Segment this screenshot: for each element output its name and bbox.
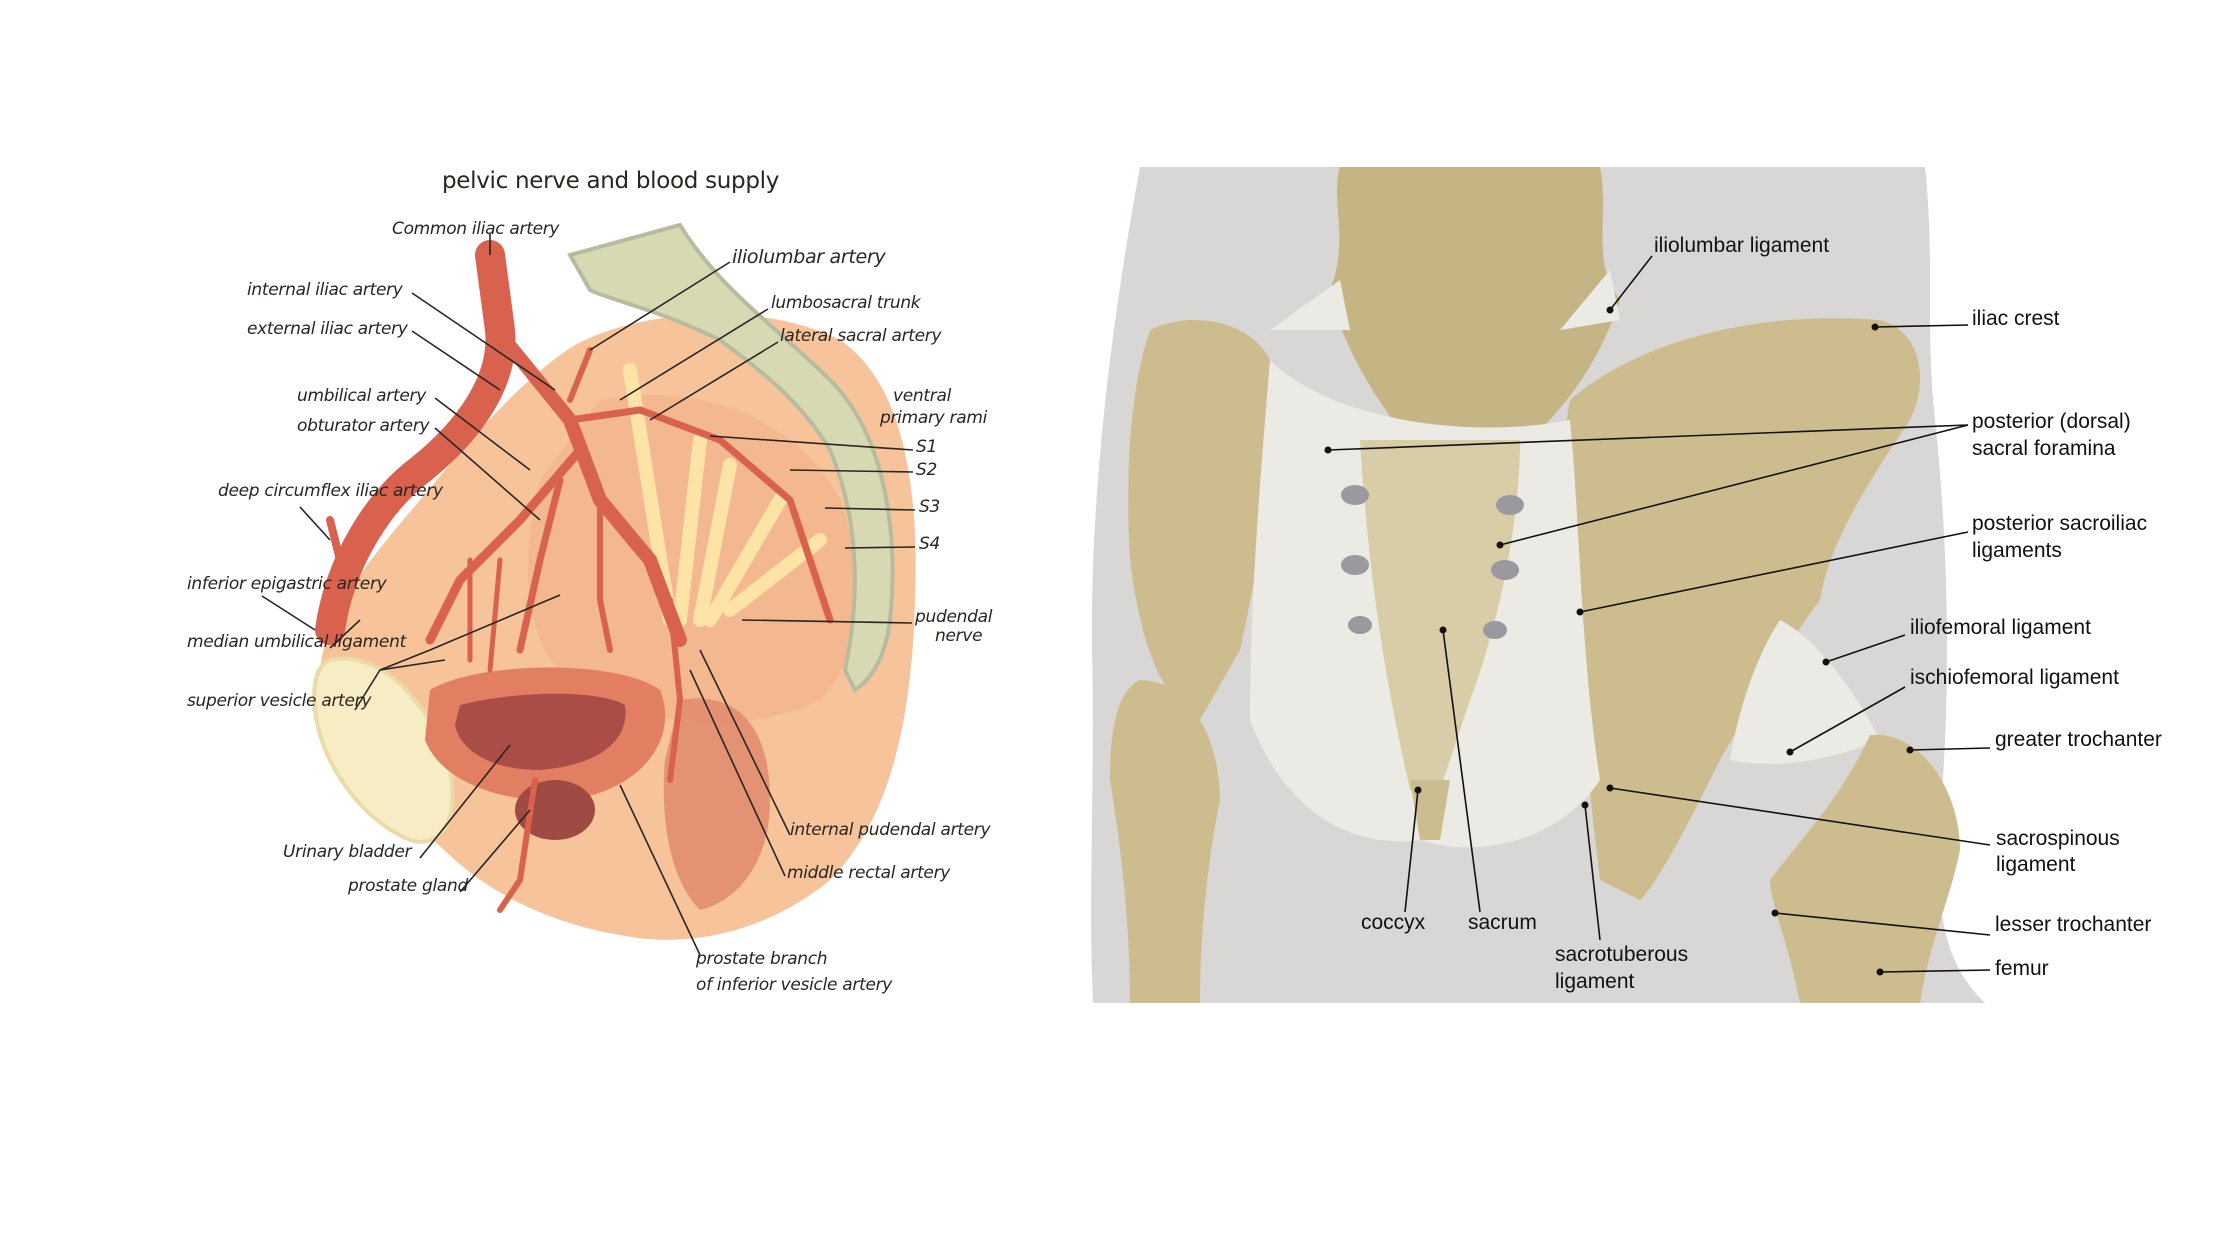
label-deep-circumflex-iliac-artery: deep circumflex iliac artery bbox=[218, 481, 443, 501]
right-ilium bbox=[1563, 318, 1920, 900]
label-iliac-crest: iliac crest bbox=[1972, 307, 2060, 330]
label-lateral-sacral-artery: lateral sacral artery bbox=[780, 326, 942, 346]
label-urinary-bladder: Urinary bladder bbox=[283, 842, 412, 862]
label-middle-rectal-artery: middle rectal artery bbox=[787, 863, 951, 883]
label-sacrotuberous-line2: ligament bbox=[1555, 970, 1635, 993]
left-ilium bbox=[1128, 320, 1273, 720]
label-s4: S4 bbox=[919, 534, 941, 554]
sacral-foramina bbox=[1341, 485, 1524, 639]
label-lesser-trochanter: lesser trochanter bbox=[1995, 913, 2152, 936]
bladder-lumen bbox=[455, 693, 626, 770]
label-prostate-gland: prostate gland bbox=[348, 876, 468, 896]
label-s3: S3 bbox=[919, 497, 941, 517]
label-common-iliac-artery: Common iliac artery bbox=[392, 219, 560, 239]
right-leader-dots bbox=[1324, 306, 1914, 976]
label-external-iliac-artery: external iliac artery bbox=[247, 319, 408, 339]
label-posterior-sacroiliac-line1: posterior sacroiliac bbox=[1972, 512, 2148, 535]
pelvic-illustration bbox=[312, 222, 916, 940]
label-iliofemoral-ligament: iliofemoral ligament bbox=[1910, 616, 2091, 639]
label-coccyx: coccyx bbox=[1361, 911, 1426, 934]
iliolumbar-ligament-shape bbox=[1270, 270, 1620, 330]
pubic-bone bbox=[312, 656, 455, 844]
label-internal-iliac-artery: internal iliac artery bbox=[247, 280, 403, 300]
coccyx bbox=[1410, 780, 1450, 840]
label-pudendal-nerve-line1: pudendal bbox=[915, 607, 993, 627]
label-umbilical-artery: umbilical artery bbox=[297, 386, 426, 406]
iliofemoral-ligament bbox=[1730, 620, 1880, 764]
left-leader-lines bbox=[261, 233, 916, 956]
left-femur bbox=[1110, 680, 1220, 1003]
label-sacrotuberous-line1: sacrotuberous bbox=[1555, 943, 1689, 966]
label-prostate-branch-line2: of inferior vesicle artery bbox=[696, 975, 893, 995]
label-greater-trochanter: greater trochanter bbox=[1995, 728, 2162, 751]
label-posterior-dorsal-line2: sacral foramina bbox=[1972, 437, 2116, 460]
label-ventral-line2: primary rami bbox=[880, 408, 988, 428]
label-posterior-sacroiliac-line2: ligaments bbox=[1972, 539, 2062, 562]
label-median-umbilical-ligament: median umbilical ligament bbox=[187, 632, 406, 652]
label-iliolumbar-ligament: iliolumbar ligament bbox=[1654, 234, 1830, 257]
label-ventral-line1: ventral bbox=[893, 386, 951, 406]
label-iliolumbar-artery: iliolumbar artery bbox=[732, 246, 886, 268]
sacrum-shape bbox=[566, 222, 895, 693]
right-femur bbox=[1770, 734, 1960, 1003]
pelvic-diagram-title: pelvic nerve and blood supply bbox=[442, 168, 780, 194]
label-lumbosacral-trunk: lumbosacral trunk bbox=[771, 293, 921, 313]
label-sacrospinous-line2: ligament bbox=[1996, 853, 2076, 876]
skeleton-illustration bbox=[1091, 167, 1985, 1003]
label-internal-pudendal-artery: internal pudendal artery bbox=[790, 820, 991, 840]
rectum bbox=[663, 698, 770, 910]
label-pudendal-nerve-line2: nerve bbox=[935, 626, 983, 646]
sacrum bbox=[1360, 440, 1520, 790]
label-prostate-branch-line1: prostate branch bbox=[696, 949, 828, 969]
label-femur: femur bbox=[1995, 957, 2049, 980]
label-inferior-epigastric-artery: inferior epigastric artery bbox=[187, 574, 387, 594]
label-s1: S1 bbox=[916, 437, 938, 457]
right-leader-lines bbox=[1327, 255, 1991, 973]
label-posterior-dorsal-line1: posterior (dorsal) bbox=[1972, 410, 2131, 433]
label-sacrospinous-line1: sacrospinous bbox=[1996, 827, 2120, 850]
label-superior-vesicle-artery: superior vesicle artery bbox=[187, 691, 372, 711]
lumbar-vertebrae bbox=[1330, 167, 1620, 430]
label-obturator-artery: obturator artery bbox=[297, 416, 430, 436]
arteries bbox=[315, 240, 834, 913]
label-s2: S2 bbox=[916, 460, 938, 480]
label-sacrum: sacrum bbox=[1468, 911, 1537, 934]
label-ischiofemoral-ligament: ischiofemoral ligament bbox=[1910, 666, 2119, 689]
